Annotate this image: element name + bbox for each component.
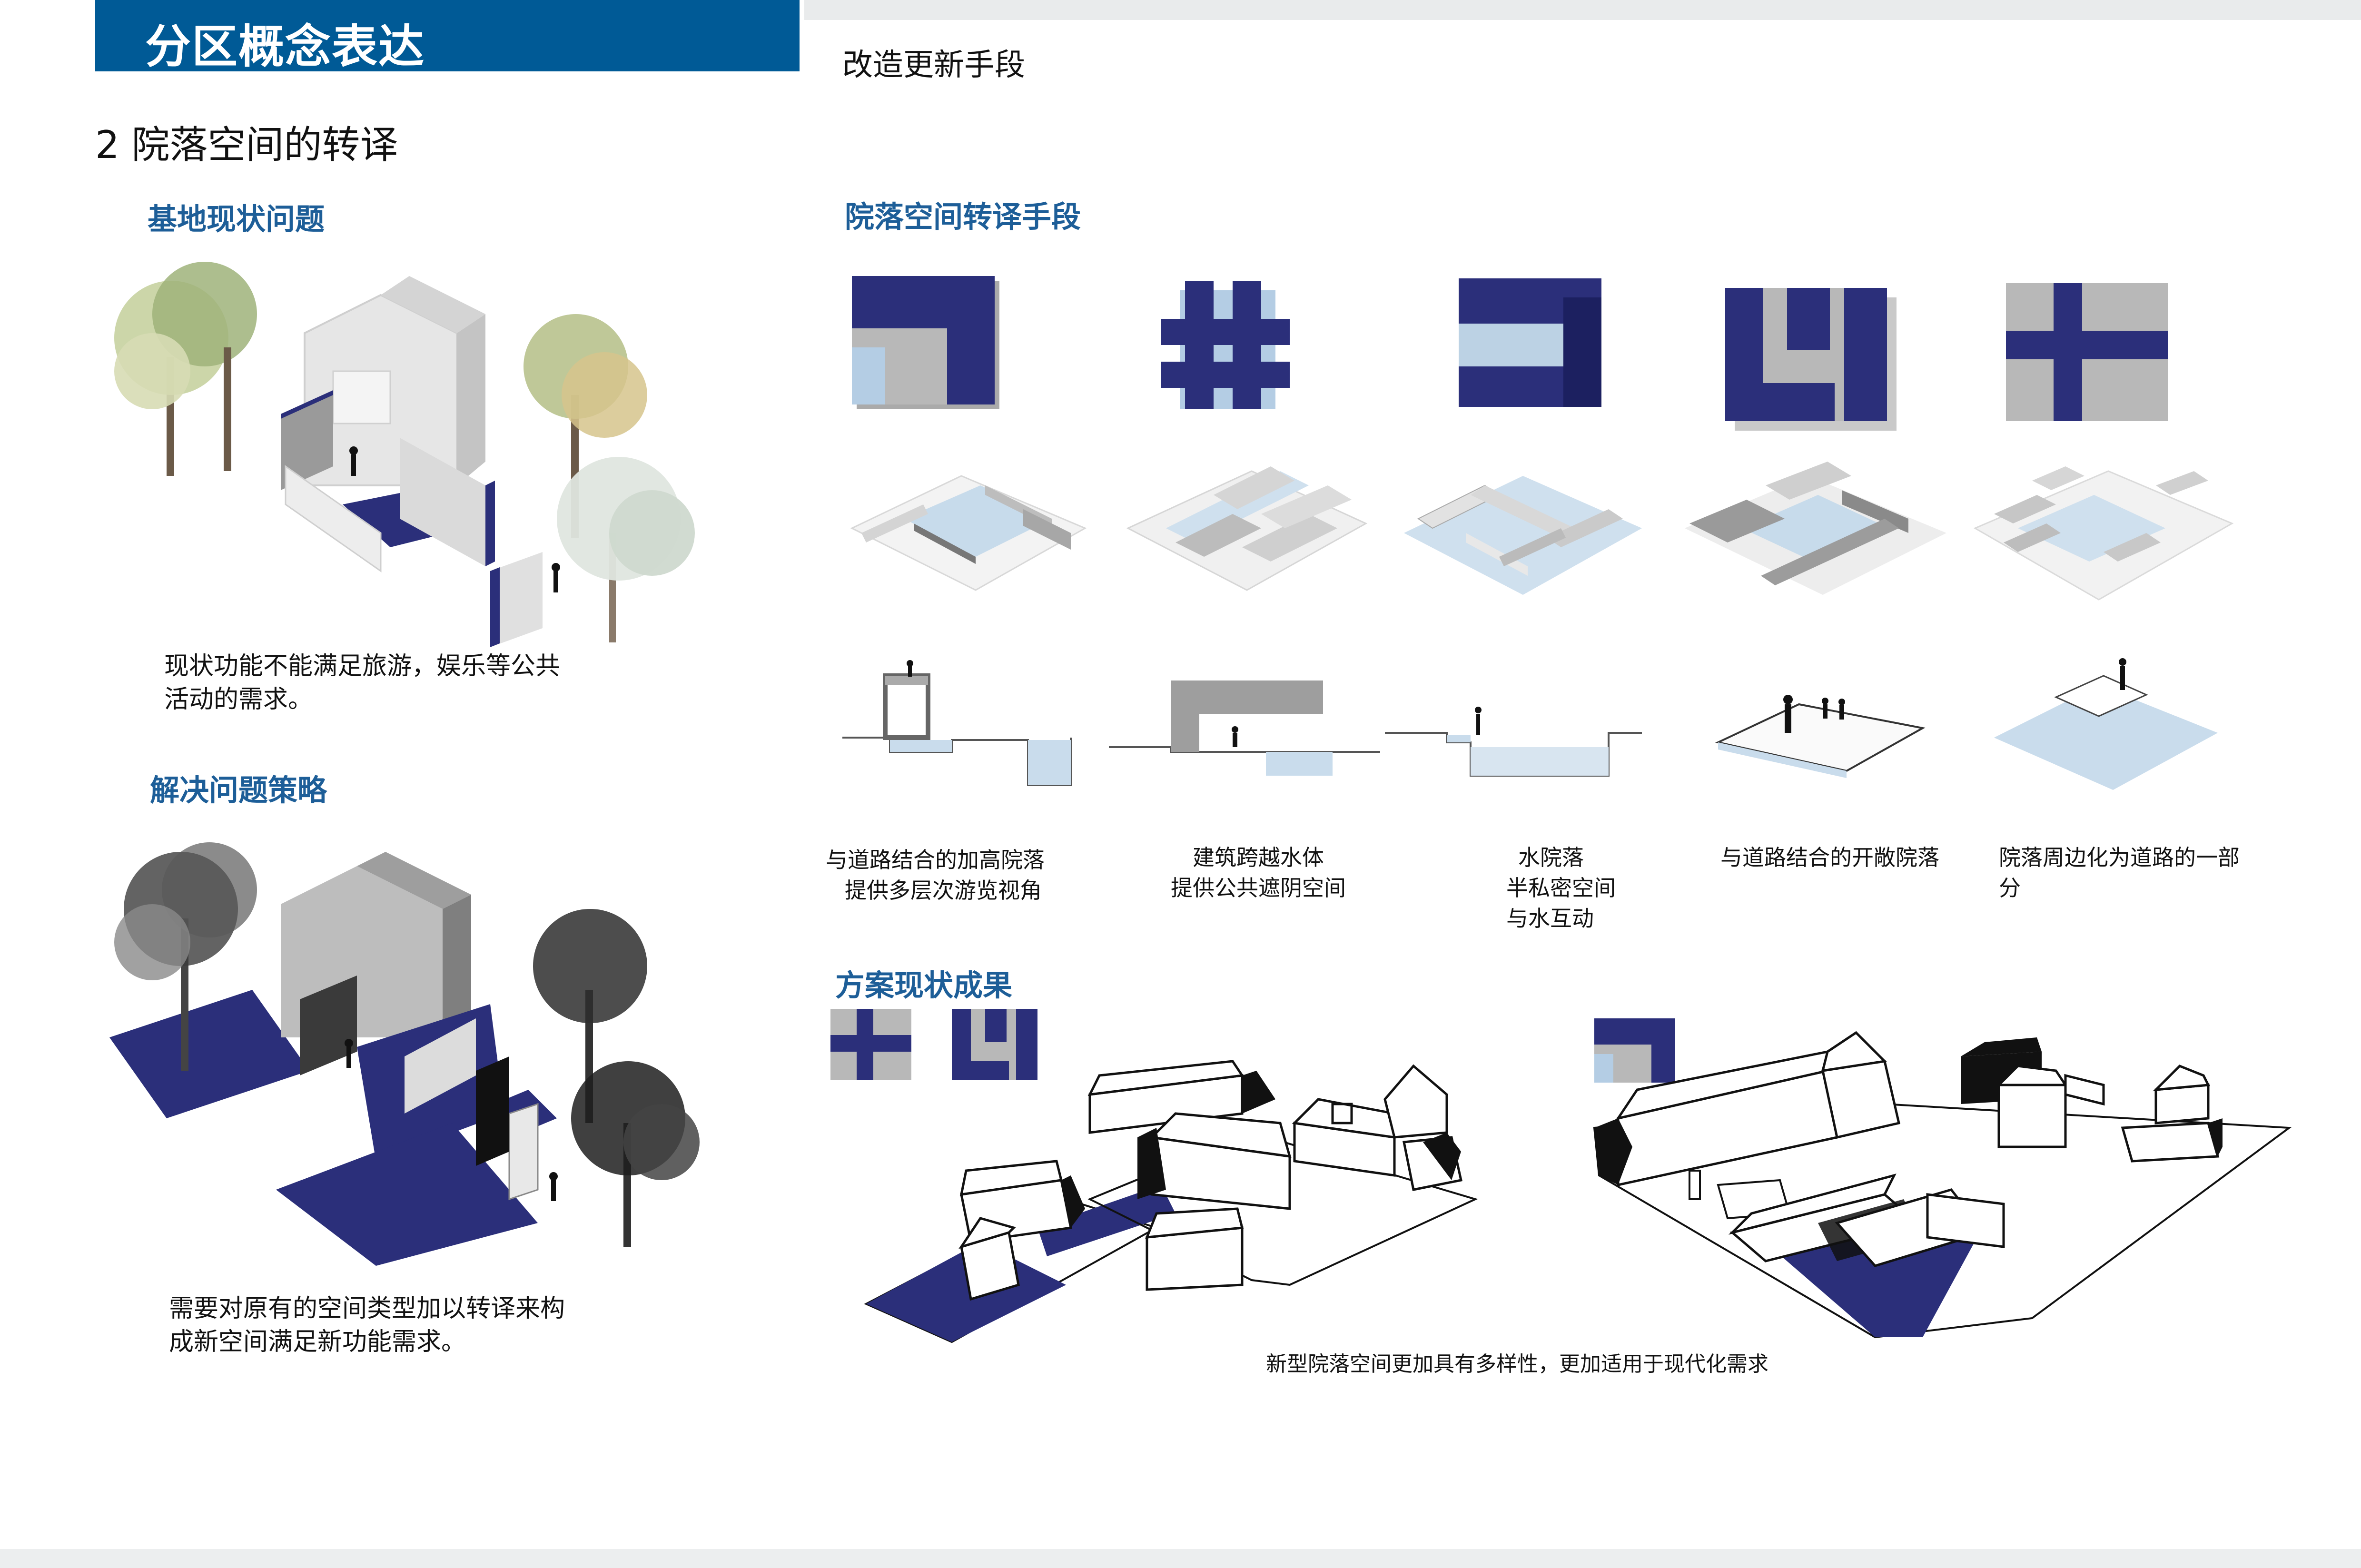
caption-line: 水院落 [1518,845,1584,870]
method-caption-4: 与道路结合的开敞院落 [1720,842,1939,873]
axon-model-1 [850,475,1087,591]
axon-model-5 [1973,466,2234,601]
section-diagram-3 [1385,707,1642,777]
caption-line: 提供多层次游览视角 [845,878,1042,903]
section-title: 2 院落空间的转译 [95,123,398,167]
illustration-current-site [114,262,695,647]
section-diagram-2 [1109,680,1380,776]
caption-current-issue: 现状功能不能满足旅游，娱乐等公共 活动的需求。 [164,650,560,716]
results-caption: 新型院落空间更加具有多样性，更加适用于现代化需求 [1266,1352,1768,1376]
heading-results: 方案现状成果 [835,968,1013,1003]
section-diagram-4 [1715,695,1926,778]
result-model-2 [1593,1031,2292,1339]
illustration-strategy [109,842,700,1266]
caption-line: 提供公共遮阴空间 [1171,875,1346,901]
caption-line: 与水互动 [1506,906,1594,931]
section-diagram-5 [1994,658,2218,790]
axon-model-2 [1126,466,1368,591]
method-caption-5: 院落周边化为道路的一部 分 [1999,842,2240,903]
plan-diagram-1 [852,276,999,409]
plan-diagram-3 [1459,278,1601,407]
caption-line: 半私密空间 [1506,875,1616,901]
section-diagram-1 [842,660,1072,786]
method-caption-3: 水院落 半私密空间 与水互动 [1506,842,1616,934]
caption-line: 与道路结合的开敞院落 [1720,845,1939,870]
heading-strategy: 解决问题策略 [150,773,327,808]
caption-line: 建筑跨越水体 [1193,845,1324,870]
caption-strategy: 需要对原有的空间类型加以转译来构 成新空间满足新功能需求。 [169,1292,565,1359]
result-model-1 [864,1060,1478,1343]
result-plan-icon-1 [830,1009,911,1080]
result-plan-icon-2 [952,1009,1037,1080]
method-caption-2: 建筑跨越水体 提供公共遮阴空间 [1171,842,1346,903]
heading-current-issue: 基地现状问题 [148,202,325,237]
axon-model-4 [1685,462,1946,595]
caption-line: 院落周边化为道路的一部 [1999,845,2240,870]
plan-diagram-4 [1725,288,1897,431]
header-banner [95,0,800,71]
caption-line: 现状功能不能满足旅游，娱乐等公共 [164,652,561,680]
caption-line: 与道路结合的加高院落 [826,847,1045,873]
subheader: 改造更新手段 [842,48,1025,83]
method-caption-1: 与道路结合的加高院落 提供多层次游览视角 [826,845,1045,906]
bottom-band [0,1549,2361,1568]
top-band [804,0,2361,20]
caption-line: 需要对原有的空间类型加以转译来构 [169,1294,565,1323]
plan-diagram-2 [1161,281,1290,409]
axon-model-3 [1404,476,1642,595]
page-title: 分区概念表达 [145,20,425,73]
result-plan-icon-3 [1594,1018,1675,1083]
heading-methods: 院落空间转译手段 [845,199,1081,234]
plan-diagram-5 [2006,283,2168,421]
caption-line: 分 [1999,875,2021,901]
caption-line: 成新空间满足新功能需求。 [169,1328,466,1356]
caption-line: 活动的需求。 [164,685,313,714]
